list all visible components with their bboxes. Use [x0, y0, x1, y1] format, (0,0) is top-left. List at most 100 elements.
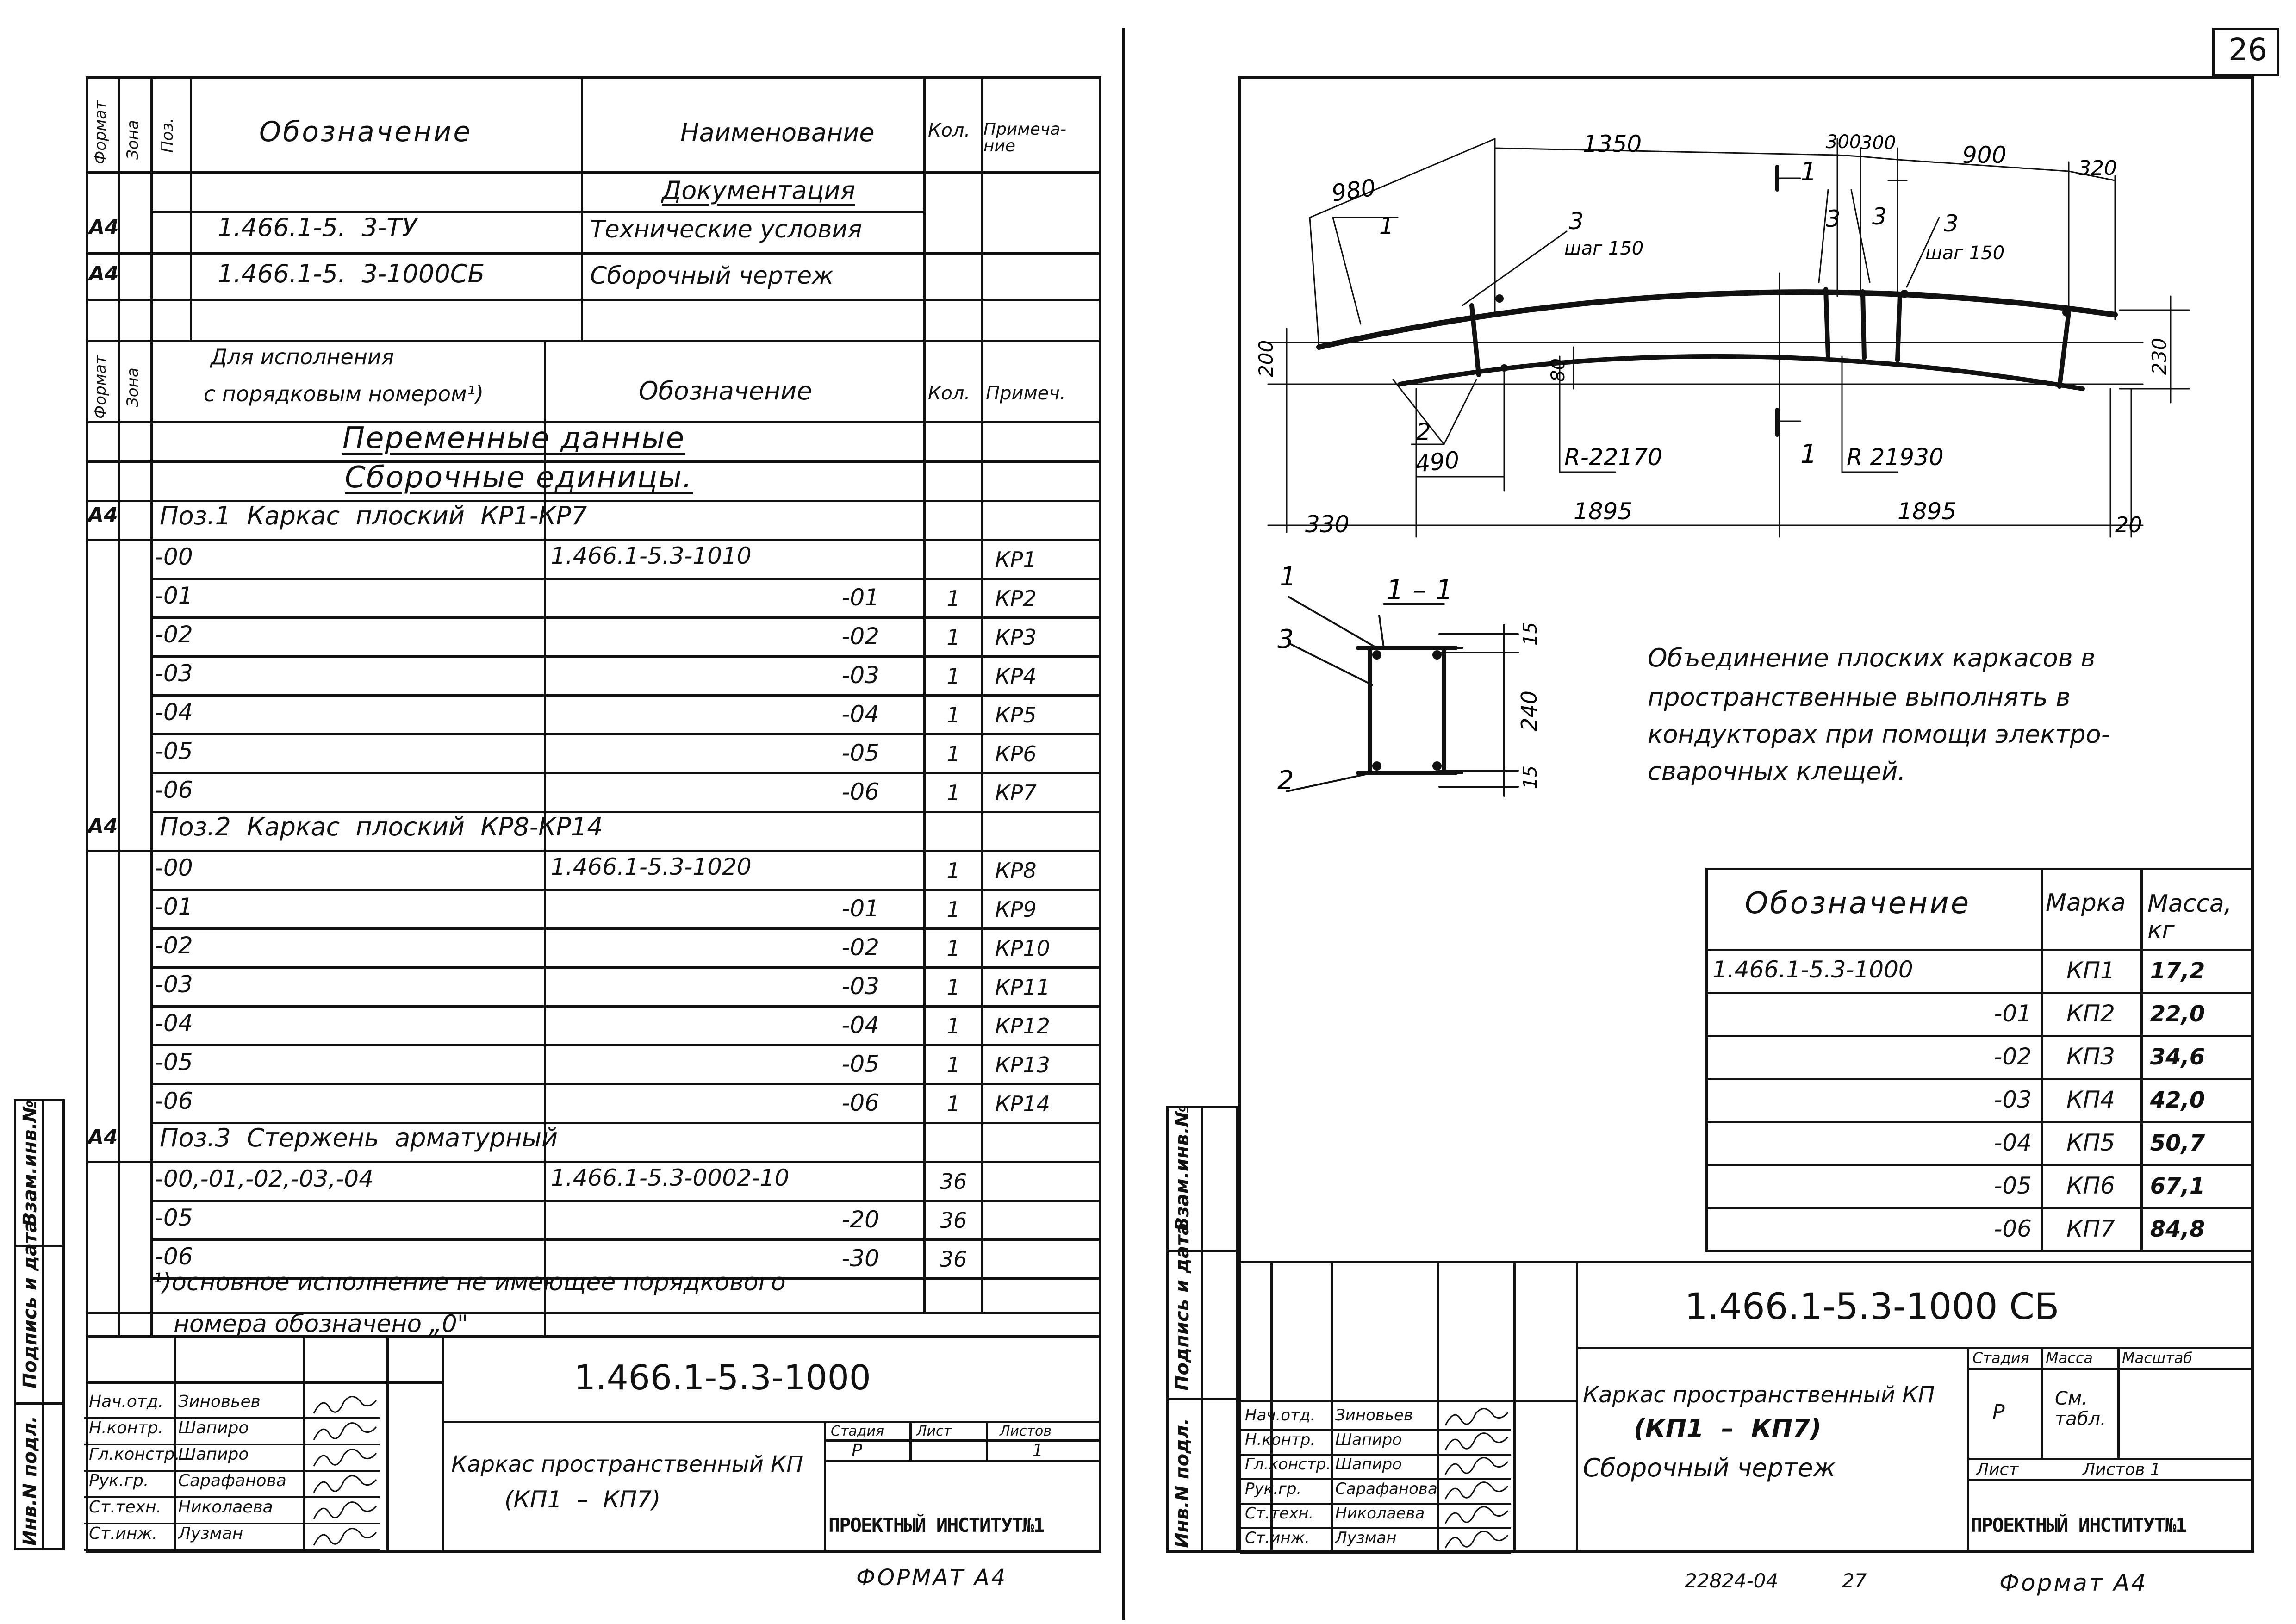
- frame-elevation-drawing: 980 1350 300 300 900 320 330 1895 1895 2…: [1255, 131, 2190, 797]
- header2-variant-2: с порядковым номером¹): [204, 381, 484, 406]
- signature-scribble: [1444, 1506, 1509, 1524]
- row-qty: 1: [946, 1052, 960, 1077]
- row-note: КР11: [995, 975, 1050, 1000]
- signature-role: Ст.техн.: [89, 1498, 162, 1517]
- row-qty: 1: [946, 975, 960, 1000]
- right-stage: Р: [1992, 1400, 2005, 1424]
- mass-row-mass: 42,0: [2150, 1087, 2205, 1113]
- row-note: КР9: [995, 897, 1037, 922]
- right-title-3: Сборочный чертеж: [1583, 1453, 1836, 1482]
- signature-scribble: [313, 1422, 377, 1440]
- row-variant: -02: [155, 932, 193, 959]
- header-zone: Зона: [124, 120, 142, 160]
- header-format: Формат: [91, 100, 110, 164]
- mass-row-designation: -05: [1994, 1172, 2032, 1199]
- doc2-designation: 1.466.1-5. 3-1000СБ: [218, 259, 485, 288]
- sec-callout-3: 3: [1277, 624, 1294, 654]
- header-name: Наименование: [680, 118, 875, 147]
- callout-3c: 3: [1872, 203, 1887, 230]
- signature-name: Сарафанова: [1335, 1480, 1437, 1498]
- signature-name: Шапиро: [178, 1419, 249, 1437]
- header2-format: Формат: [91, 355, 110, 419]
- signature-name: Шапиро: [178, 1445, 249, 1464]
- left-org: ПРОЕКТНЫЙ ИНСТИТУТ№1: [828, 1514, 1045, 1537]
- header-qty: Кол.: [928, 120, 971, 141]
- mass-row-mark: КП2: [2066, 1000, 2115, 1027]
- row-note: КР4: [995, 664, 1037, 689]
- page-number-box: [2212, 28, 2279, 76]
- group-format: А4: [88, 1126, 118, 1149]
- bottom-chord: [1398, 354, 2085, 391]
- footnote-line-2: номера обозначено „0": [174, 1310, 468, 1338]
- signature-role: Нач.отд.: [89, 1392, 164, 1411]
- right-stage-header: Стадия: [1972, 1349, 2029, 1367]
- signature-scribble: [313, 1396, 377, 1414]
- signature-role: Рук.гр.: [89, 1471, 149, 1490]
- row-variant: -03: [155, 660, 193, 687]
- group-title: Поз.3 Стержень арматурный: [160, 1123, 558, 1152]
- row-variant: -05: [155, 1049, 193, 1076]
- mass-row-mark: КП4: [2066, 1086, 2115, 1113]
- bottom-code: 22824-04: [1685, 1569, 1779, 1592]
- mass-row-designation: -02: [1994, 1043, 2032, 1070]
- mass-row-mark: КП7: [2066, 1215, 2115, 1242]
- header2-note: Примеч.: [986, 383, 1066, 404]
- callout-3b: 3: [1826, 205, 1841, 232]
- row-designation: -01: [841, 895, 879, 922]
- dim-300a: 300: [1826, 131, 1861, 153]
- signature-role: Нач.отд.: [1245, 1406, 1316, 1425]
- row-variant: -06: [155, 777, 193, 803]
- dim-490: 490: [1414, 446, 1461, 478]
- row-qty: 1: [946, 897, 960, 922]
- top-chord: [1316, 289, 2118, 350]
- mass-table: [1705, 868, 2254, 1252]
- row-note: КР14: [995, 1091, 1050, 1116]
- left-stage-header: Стадия: [831, 1423, 884, 1439]
- row-qty: 1: [946, 858, 960, 883]
- right-sheet-header: Лист: [1976, 1460, 2019, 1479]
- dim-300b: 300: [1860, 132, 1896, 154]
- row-designation: -02: [841, 934, 879, 961]
- signature-name: Николаева: [178, 1498, 273, 1517]
- dim-330: 330: [1305, 511, 1349, 538]
- dim-900: 900: [1962, 142, 2006, 168]
- variable-data-title: Переменные данные: [342, 421, 685, 455]
- row-designation: -05: [841, 1051, 879, 1077]
- row-note: КР5: [995, 703, 1037, 728]
- right-mass: См. табл.: [2055, 1388, 2106, 1430]
- mass-row-mark: КП3: [2066, 1043, 2115, 1070]
- signature-role: Рук.гр.: [1245, 1480, 1302, 1498]
- header2-qty: Кол.: [928, 383, 971, 404]
- row-note: КР7: [995, 780, 1037, 805]
- right-title-1: Каркас пространственный КП: [1583, 1382, 1935, 1408]
- mass-row-designation: -03: [1994, 1086, 2032, 1113]
- mass-row-mark: КП6: [2066, 1172, 2115, 1199]
- dim-320: 320: [2078, 156, 2117, 180]
- group-format: А4: [88, 504, 118, 527]
- mass-row-designation: 1.466.1-5.3-1000: [1712, 956, 1913, 983]
- signature-scribble: [313, 1449, 377, 1467]
- row-qty: 36: [940, 1247, 967, 1272]
- row-designation: -03: [841, 973, 879, 1000]
- row-note: КР13: [995, 1052, 1050, 1077]
- group-title: Поз.2 Каркас плоский КР8-КР14: [160, 812, 603, 841]
- row-variant: -04: [155, 699, 193, 726]
- row-designation: -05: [841, 740, 879, 766]
- signature-name: Зиновьев: [1335, 1406, 1413, 1425]
- header2-zone: Зона: [124, 367, 142, 407]
- header-pos: Поз.: [158, 118, 177, 153]
- right-org: ПРОЕКТНЫЙ ИНСТИТУТ№1: [1971, 1514, 2187, 1537]
- row-variant: -00: [155, 854, 193, 881]
- signature-role: Ст.инж.: [89, 1524, 158, 1543]
- step-label-1: шаг 150: [1564, 238, 1643, 259]
- left-sheets-header: Листов: [1000, 1423, 1052, 1439]
- row-variant: -02: [155, 621, 193, 648]
- row-note: КР6: [995, 741, 1037, 766]
- row-note: КР1: [995, 547, 1037, 572]
- doc1-name: Технические условия: [590, 216, 862, 243]
- mass-row-mass: 50,7: [2150, 1130, 2205, 1156]
- signature-role: Ст.техн.: [1245, 1504, 1314, 1523]
- mass-row-mass: 67,1: [2150, 1173, 2205, 1199]
- radius-1: R-22170: [1564, 444, 1662, 471]
- right-format-label: Формат А4: [1999, 1569, 2148, 1596]
